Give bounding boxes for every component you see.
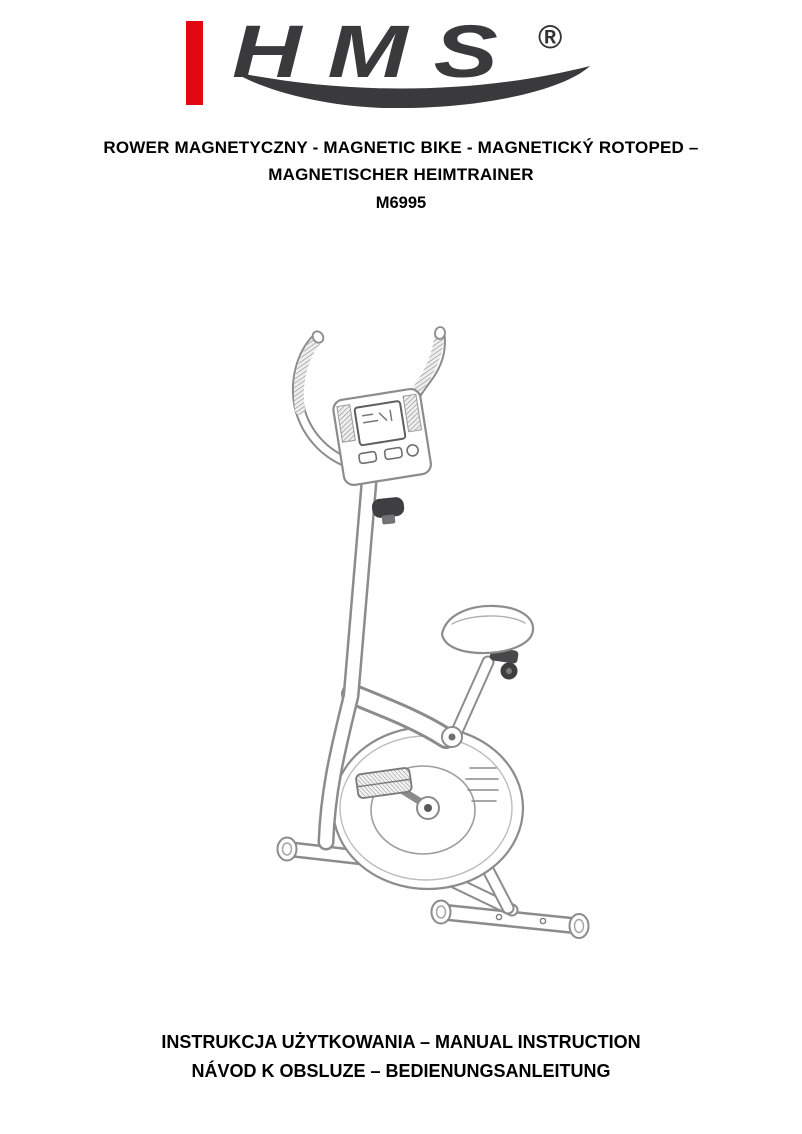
- main-frame-beam: [341, 683, 457, 749]
- seat-post: [441, 655, 495, 748]
- hms-logo: HMS ®: [186, 10, 616, 116]
- handlebar-stem: [317, 473, 378, 851]
- rear-stabilizer: [430, 899, 590, 939]
- resistance-knob: [371, 497, 405, 525]
- console-display: [332, 387, 433, 487]
- footer-line-2: NÁVOD K OBSLUZE – BEDIENUNGSANLEITUNG: [191, 1061, 611, 1081]
- registered-trademark-icon: ®: [538, 18, 563, 55]
- manual-languages-footer: INSTRUKCJA UŻYTKOWANIA – MANUAL INSTRUCT…: [0, 1028, 802, 1086]
- exercise-bike-illustration: [276, 326, 590, 939]
- brand-name: HMS: [232, 10, 524, 93]
- document-title: ROWER MAGNETYCZNY - MAGNETIC BIKE - MAGN…: [0, 134, 802, 217]
- title-line-1: ROWER MAGNETYCZNY - MAGNETIC BIKE - MAGN…: [103, 138, 699, 157]
- model-number: M6995: [375, 194, 427, 212]
- footer-line-1: INSTRUKCJA UŻYTKOWANIA – MANUAL INSTRUCT…: [161, 1032, 641, 1052]
- saddle: [440, 604, 535, 680]
- crank-and-pedal: [355, 767, 440, 820]
- logo-red-bar: [186, 21, 203, 105]
- title-line-2: MAGNETISCHER HEIMTRAINER: [268, 165, 534, 184]
- logo-swoosh-icon: [234, 66, 590, 108]
